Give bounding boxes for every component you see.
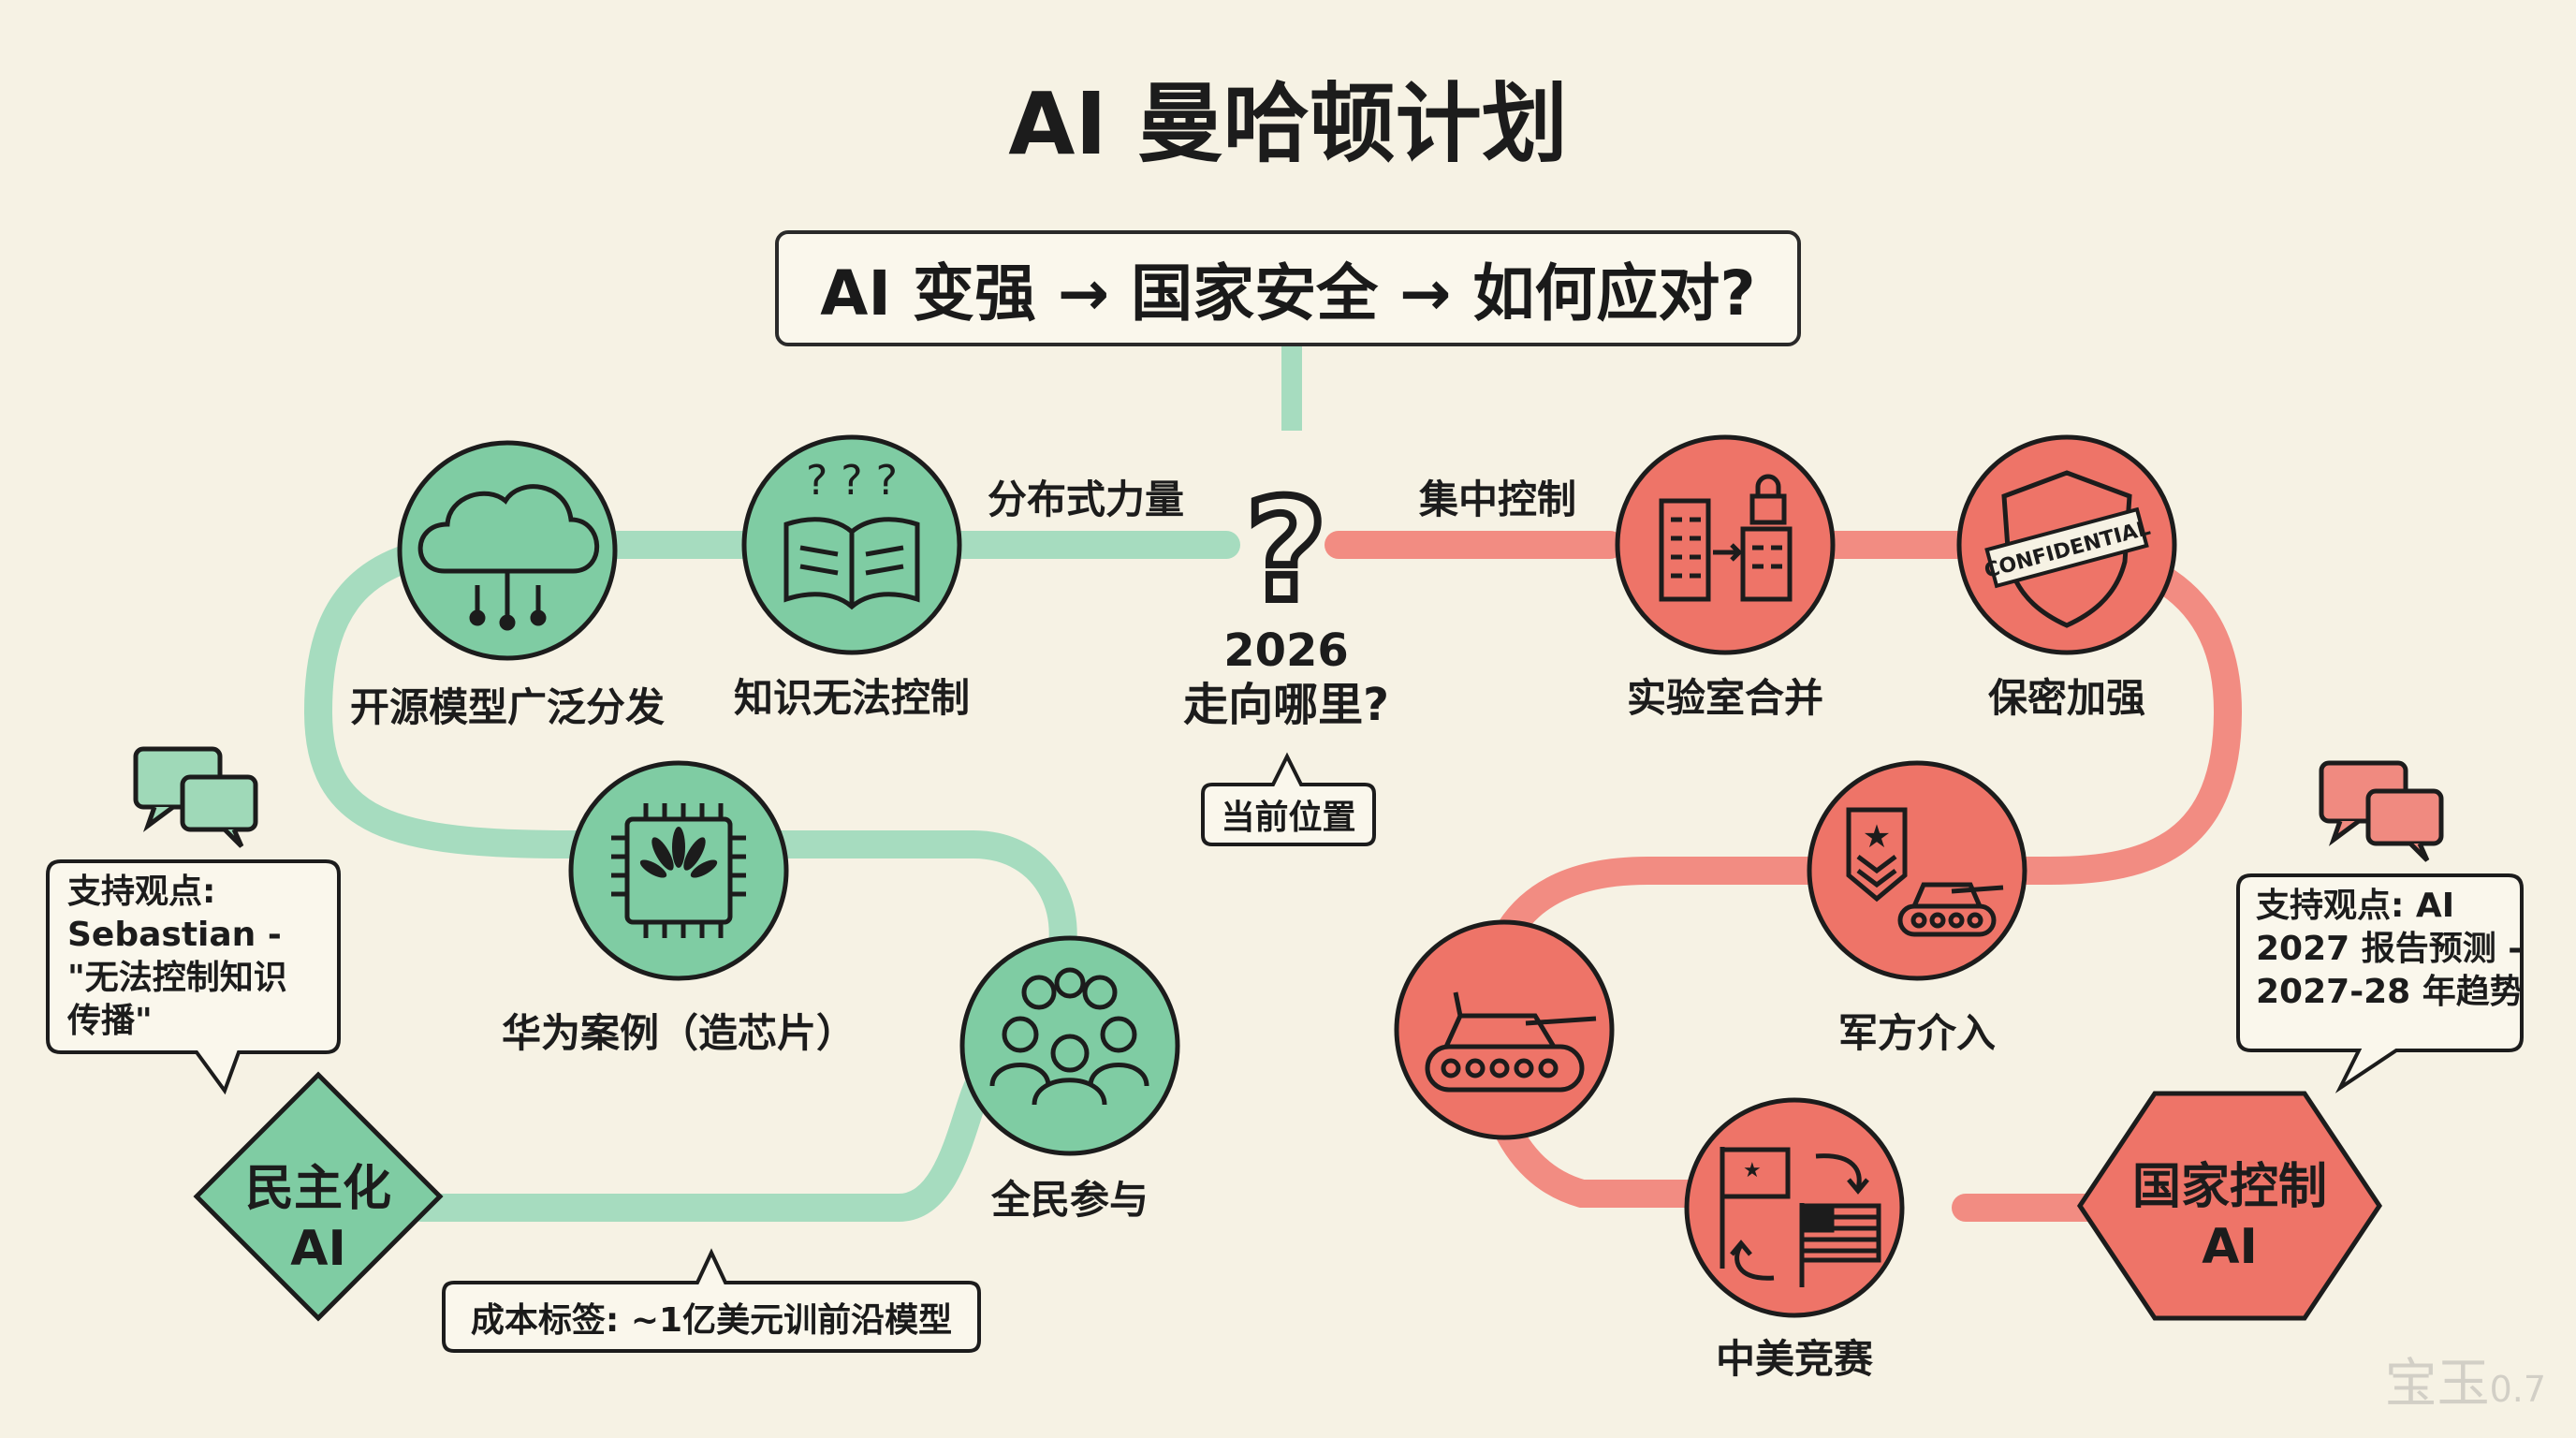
book-question-icon xyxy=(783,517,920,610)
node-military[interactable]: ★ xyxy=(1807,760,2027,981)
node-secrecy[interactable]: CONFIDENTIAL xyxy=(1956,434,2177,655)
current-position-tag: 当前位置 xyxy=(1221,799,1356,837)
flags-exchange-icon: ★ xyxy=(1720,1147,1881,1287)
left-support-text: 支持观点: Sebastian - "无法控制知识 传播" xyxy=(67,873,287,1040)
endpoint-state-control[interactable] xyxy=(2076,1091,2383,1321)
question-box: AI 变强 → 国家安全 → 如何应对? xyxy=(775,230,1801,346)
label-huawei: 华为案例（造芯片） xyxy=(501,1010,856,1056)
endpoint-state-control-line1: 国家控制 xyxy=(2131,1159,2328,1215)
military-rank-tank-icon: ★ xyxy=(1846,807,2004,937)
cost-tag-box xyxy=(442,1248,981,1353)
center-question: 走向哪里? xyxy=(1183,679,1389,731)
svg-text:★: ★ xyxy=(1743,1159,1762,1182)
endpoint-democratized-line2: AI xyxy=(290,1221,346,1277)
label-military: 军方介入 xyxy=(1837,1010,1997,1056)
node-tank[interactable] xyxy=(1394,919,1615,1140)
chip-icon xyxy=(611,803,746,938)
label-lab-merge: 实验室合并 xyxy=(1626,675,1824,721)
branch-label-right: 集中控制 xyxy=(1418,477,1577,522)
cloud-network-icon xyxy=(417,484,600,631)
left-support-bubble xyxy=(46,859,341,1095)
center-caption: 2026 走向哪里? xyxy=(1146,624,1427,732)
endpoint-democratized[interactable] xyxy=(193,1071,444,1322)
cost-tag: 成本标签: ~1亿美元训前沿模型 xyxy=(470,1300,953,1340)
node-open-source[interactable] xyxy=(397,440,618,661)
question-marks-icon: ? ? ? xyxy=(806,457,898,505)
label-secrecy: 保密加强 xyxy=(1987,675,2146,721)
label-knowledge: 知识无法控制 xyxy=(733,675,971,721)
watermark-text: 宝玉 xyxy=(2384,1354,2490,1415)
building-lock-icon xyxy=(1659,474,1793,602)
endpoint-state-control-label: 国家控制 AI xyxy=(2132,1157,2327,1277)
node-huawei[interactable] xyxy=(568,760,789,981)
green-path xyxy=(303,531,1240,1222)
page-title: AI 曼哈顿计划 xyxy=(1008,74,1568,174)
tank-icon xyxy=(1425,991,1597,1093)
question-mark-icon: ? xyxy=(1245,470,1326,633)
svg-text:★: ★ xyxy=(1863,818,1891,856)
watermark-version: 0.7 xyxy=(2489,1369,2546,1410)
endpoint-state-control-line2: AI xyxy=(2202,1219,2258,1275)
node-participation[interactable] xyxy=(959,935,1180,1156)
endpoint-democratized-label: 民主化 AI xyxy=(245,1159,391,1279)
current-tag-box xyxy=(1201,752,1376,846)
right-support-bubble xyxy=(2236,873,2524,1093)
watermark: 宝玉0.7 xyxy=(2385,1342,2546,1417)
right-chat-icon xyxy=(2319,760,2444,862)
crowd-icon xyxy=(989,967,1149,1106)
right-support-text: 支持观点: AI 2027 报告预测 - 2027-28 年趋势 xyxy=(2256,887,2524,1011)
label-open-source: 开源模型广泛分发 xyxy=(349,684,666,730)
left-chat-icon xyxy=(133,746,258,848)
branch-label-left: 分布式力量 xyxy=(987,477,1185,522)
node-knowledge[interactable]: ? ? ? xyxy=(741,434,962,655)
node-us-china[interactable]: ★ xyxy=(1684,1097,1905,1318)
endpoint-democratized-line1: 民主化 xyxy=(244,1161,392,1217)
center-year: 2026 xyxy=(1223,624,1349,677)
label-us-china: 中美竞赛 xyxy=(1715,1336,1874,1382)
label-participation: 全民参与 xyxy=(990,1177,1149,1223)
node-lab-merge[interactable] xyxy=(1615,434,1836,655)
